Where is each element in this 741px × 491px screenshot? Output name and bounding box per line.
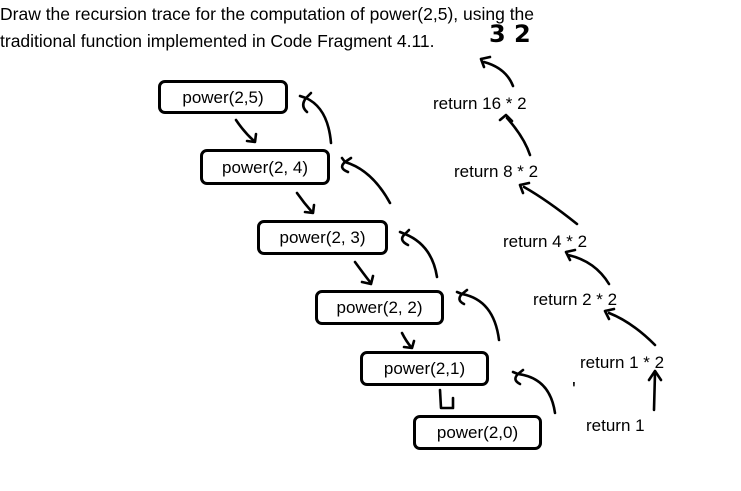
call-arrow-2 (295, 191, 316, 215)
return-label-1x2: return 1 * 2 (580, 353, 665, 372)
call-arrow-4 (400, 331, 416, 350)
call-arrow-5 (438, 388, 455, 410)
return-curve-4 (455, 288, 501, 342)
return-label-8x2: return 8 * 2 (454, 162, 539, 181)
return-curve-2 (340, 156, 392, 205)
call-box-power-2-1: power(2,1) (360, 351, 489, 386)
return-curve-1 (298, 91, 333, 145)
return-curve-3 (398, 228, 439, 279)
return-arrow-8-to-16 (498, 113, 532, 157)
call-box-power-2-3: power(2, 3) (257, 220, 388, 255)
call-arrow-3 (353, 260, 375, 286)
return-label-4x2: return 4 * 2 (503, 232, 588, 251)
return-curve-5 (511, 368, 557, 415)
return-arrow-to-result (479, 55, 515, 88)
call-box-power-2-0: power(2,0) (413, 415, 542, 450)
return-label-1: return 1 (586, 416, 645, 435)
return-arrow-2-to-4 (564, 248, 611, 286)
return-arrow-base-to-1 (647, 369, 663, 412)
call-box-power-2-2: power(2, 2) (315, 290, 444, 325)
call-box-power-2-5: power(2,5) (158, 80, 288, 114)
return-arrow-4-to-8 (518, 181, 579, 226)
call-box-power-2-4: power(2, 4) (200, 149, 330, 185)
question-line-2: traditional function implemented in Code… (0, 31, 435, 51)
stray-mark: ' (572, 379, 576, 401)
call-arrow-1 (234, 118, 258, 144)
return-label-2x2: return 2 * 2 (533, 290, 618, 309)
question-line-1: Draw the recursion trace for the computa… (0, 4, 535, 24)
return-label-16x2: return 16 * 2 (433, 94, 527, 113)
handwritten-result: 3 2 (489, 20, 531, 48)
return-arrow-1-to-2 (603, 307, 657, 347)
